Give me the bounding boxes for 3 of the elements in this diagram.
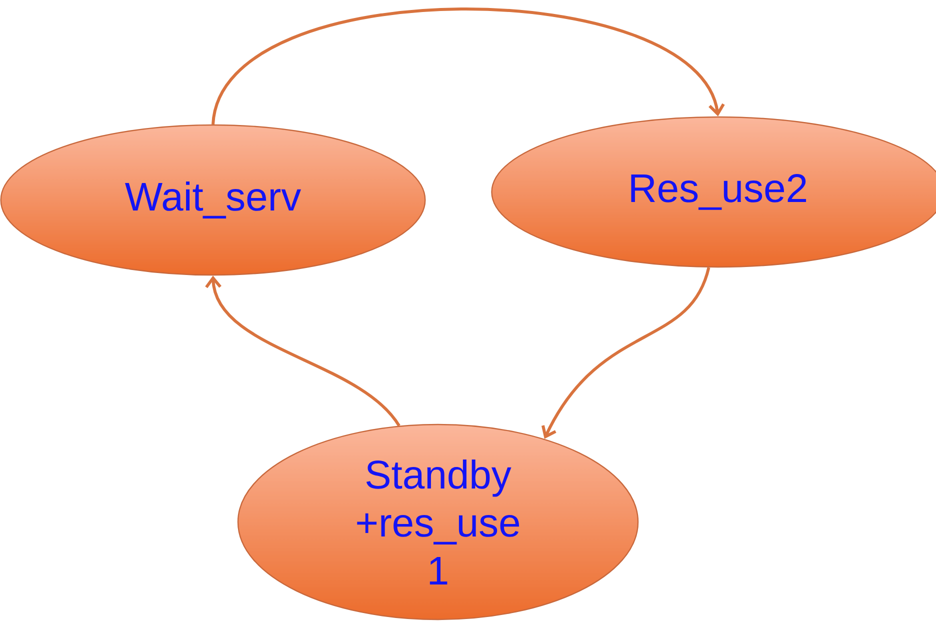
arrow bbox=[212, 8, 725, 125]
arrow bbox=[205, 276, 400, 427]
arrow bbox=[541, 267, 710, 439]
